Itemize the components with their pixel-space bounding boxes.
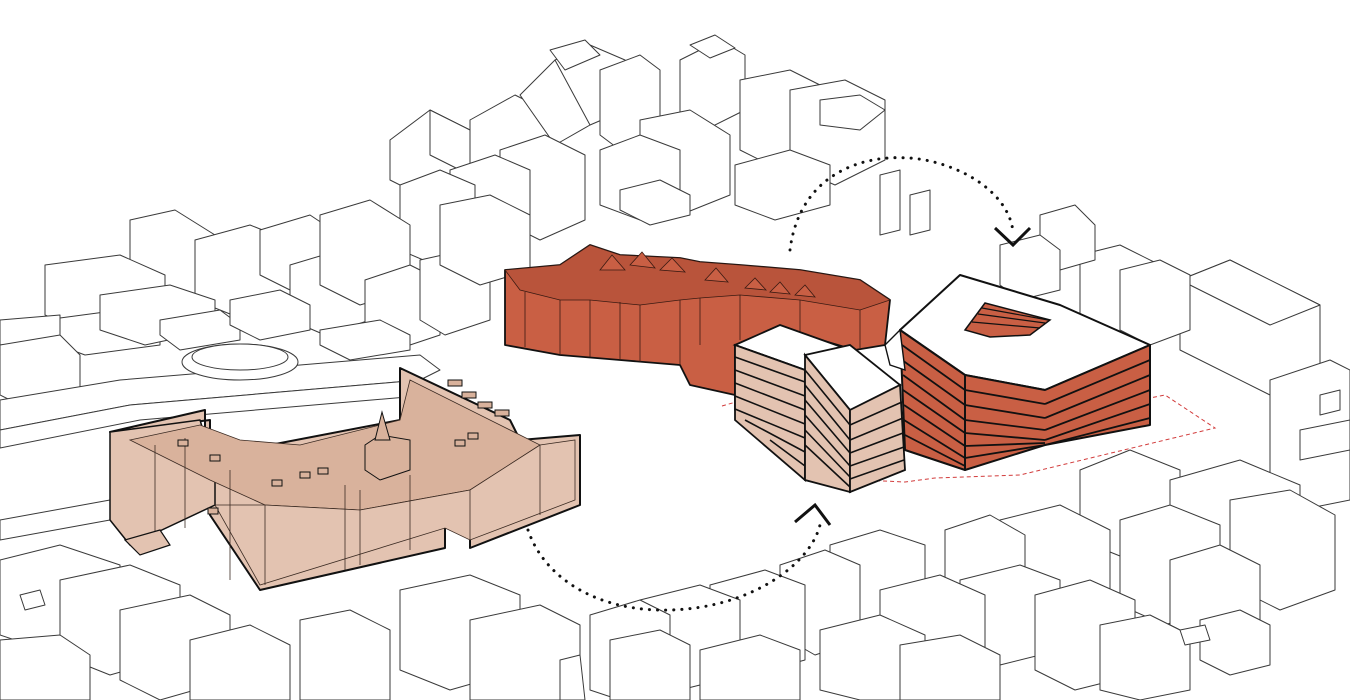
context-east-block — [999, 204, 1350, 511]
context-south-central — [589, 529, 1001, 700]
context-west-block — [0, 194, 531, 356]
flow-arrow-bottom — [526, 502, 832, 612]
arrowhead-down-icon — [993, 226, 1032, 248]
arrowhead-up-icon — [794, 502, 832, 526]
context-south-west — [0, 544, 586, 700]
new-light-block-east — [803, 344, 906, 494]
new-courtyard-building — [884, 274, 1151, 471]
site-boundary — [721, 394, 1217, 483]
heritage-building — [109, 367, 581, 591]
context-old-town-north — [389, 34, 931, 266]
flow-arrow-top — [788, 156, 1032, 252]
new-terrace-building — [504, 244, 891, 396]
context-oval-plaza — [0, 319, 441, 541]
context-buildings — [0, 34, 1350, 700]
context-south-east — [944, 449, 1336, 700]
